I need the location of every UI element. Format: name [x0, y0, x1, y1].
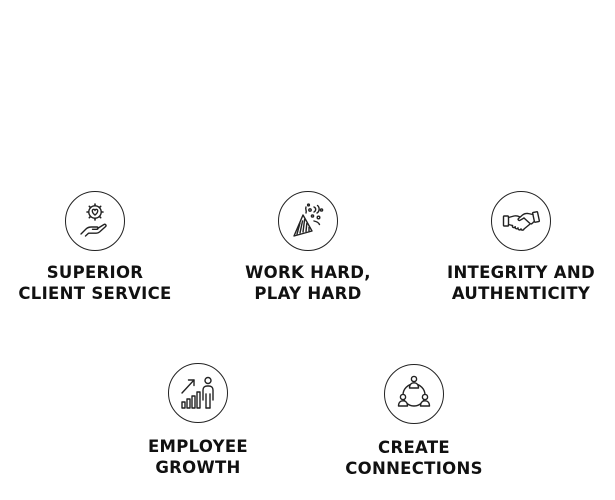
value-card-create-connections: CREATE CONNECTIONS — [314, 364, 514, 479]
value-label-line: SUPERIOR — [46, 263, 144, 282]
value-card-superior-client-service: SUPERIOR CLIENT SERVICE — [0, 191, 195, 304]
value-card-integrity-and-authenticity: INTEGRITY AND AUTHENTICITY — [421, 191, 615, 304]
people-network-icon — [384, 364, 444, 424]
value-label: WORK HARD, PLAY HARD — [208, 262, 408, 304]
value-label-line: PLAY HARD — [254, 284, 362, 303]
value-label-line: CLIENT SERVICE — [18, 284, 172, 303]
value-card-work-hard-play-hard: WORK HARD, PLAY HARD — [208, 191, 408, 304]
value-label-line: AUTHENTICITY — [451, 284, 591, 303]
value-label-line: INTEGRITY AND — [447, 263, 595, 282]
value-label-line: EMPLOYEE — [147, 437, 249, 456]
value-label: CREATE CONNECTIONS — [314, 437, 514, 479]
value-label: SUPERIOR CLIENT SERVICE — [0, 262, 195, 304]
value-label-line: CONNECTIONS — [345, 459, 483, 478]
value-label-line: WORK HARD, — [245, 263, 371, 282]
value-label-line: GROWTH — [155, 458, 241, 477]
value-label: INTEGRITY AND AUTHENTICITY — [421, 262, 615, 304]
party-popper-icon — [278, 191, 338, 251]
growth-chart-person-icon — [168, 363, 228, 423]
value-label: EMPLOYEE GROWTH — [98, 436, 298, 478]
value-card-employee-growth: EMPLOYEE GROWTH — [98, 363, 298, 478]
handshake-icon — [491, 191, 551, 251]
value-label-line: CREATE — [378, 438, 450, 457]
hand-heart-gear-icon — [65, 191, 125, 251]
